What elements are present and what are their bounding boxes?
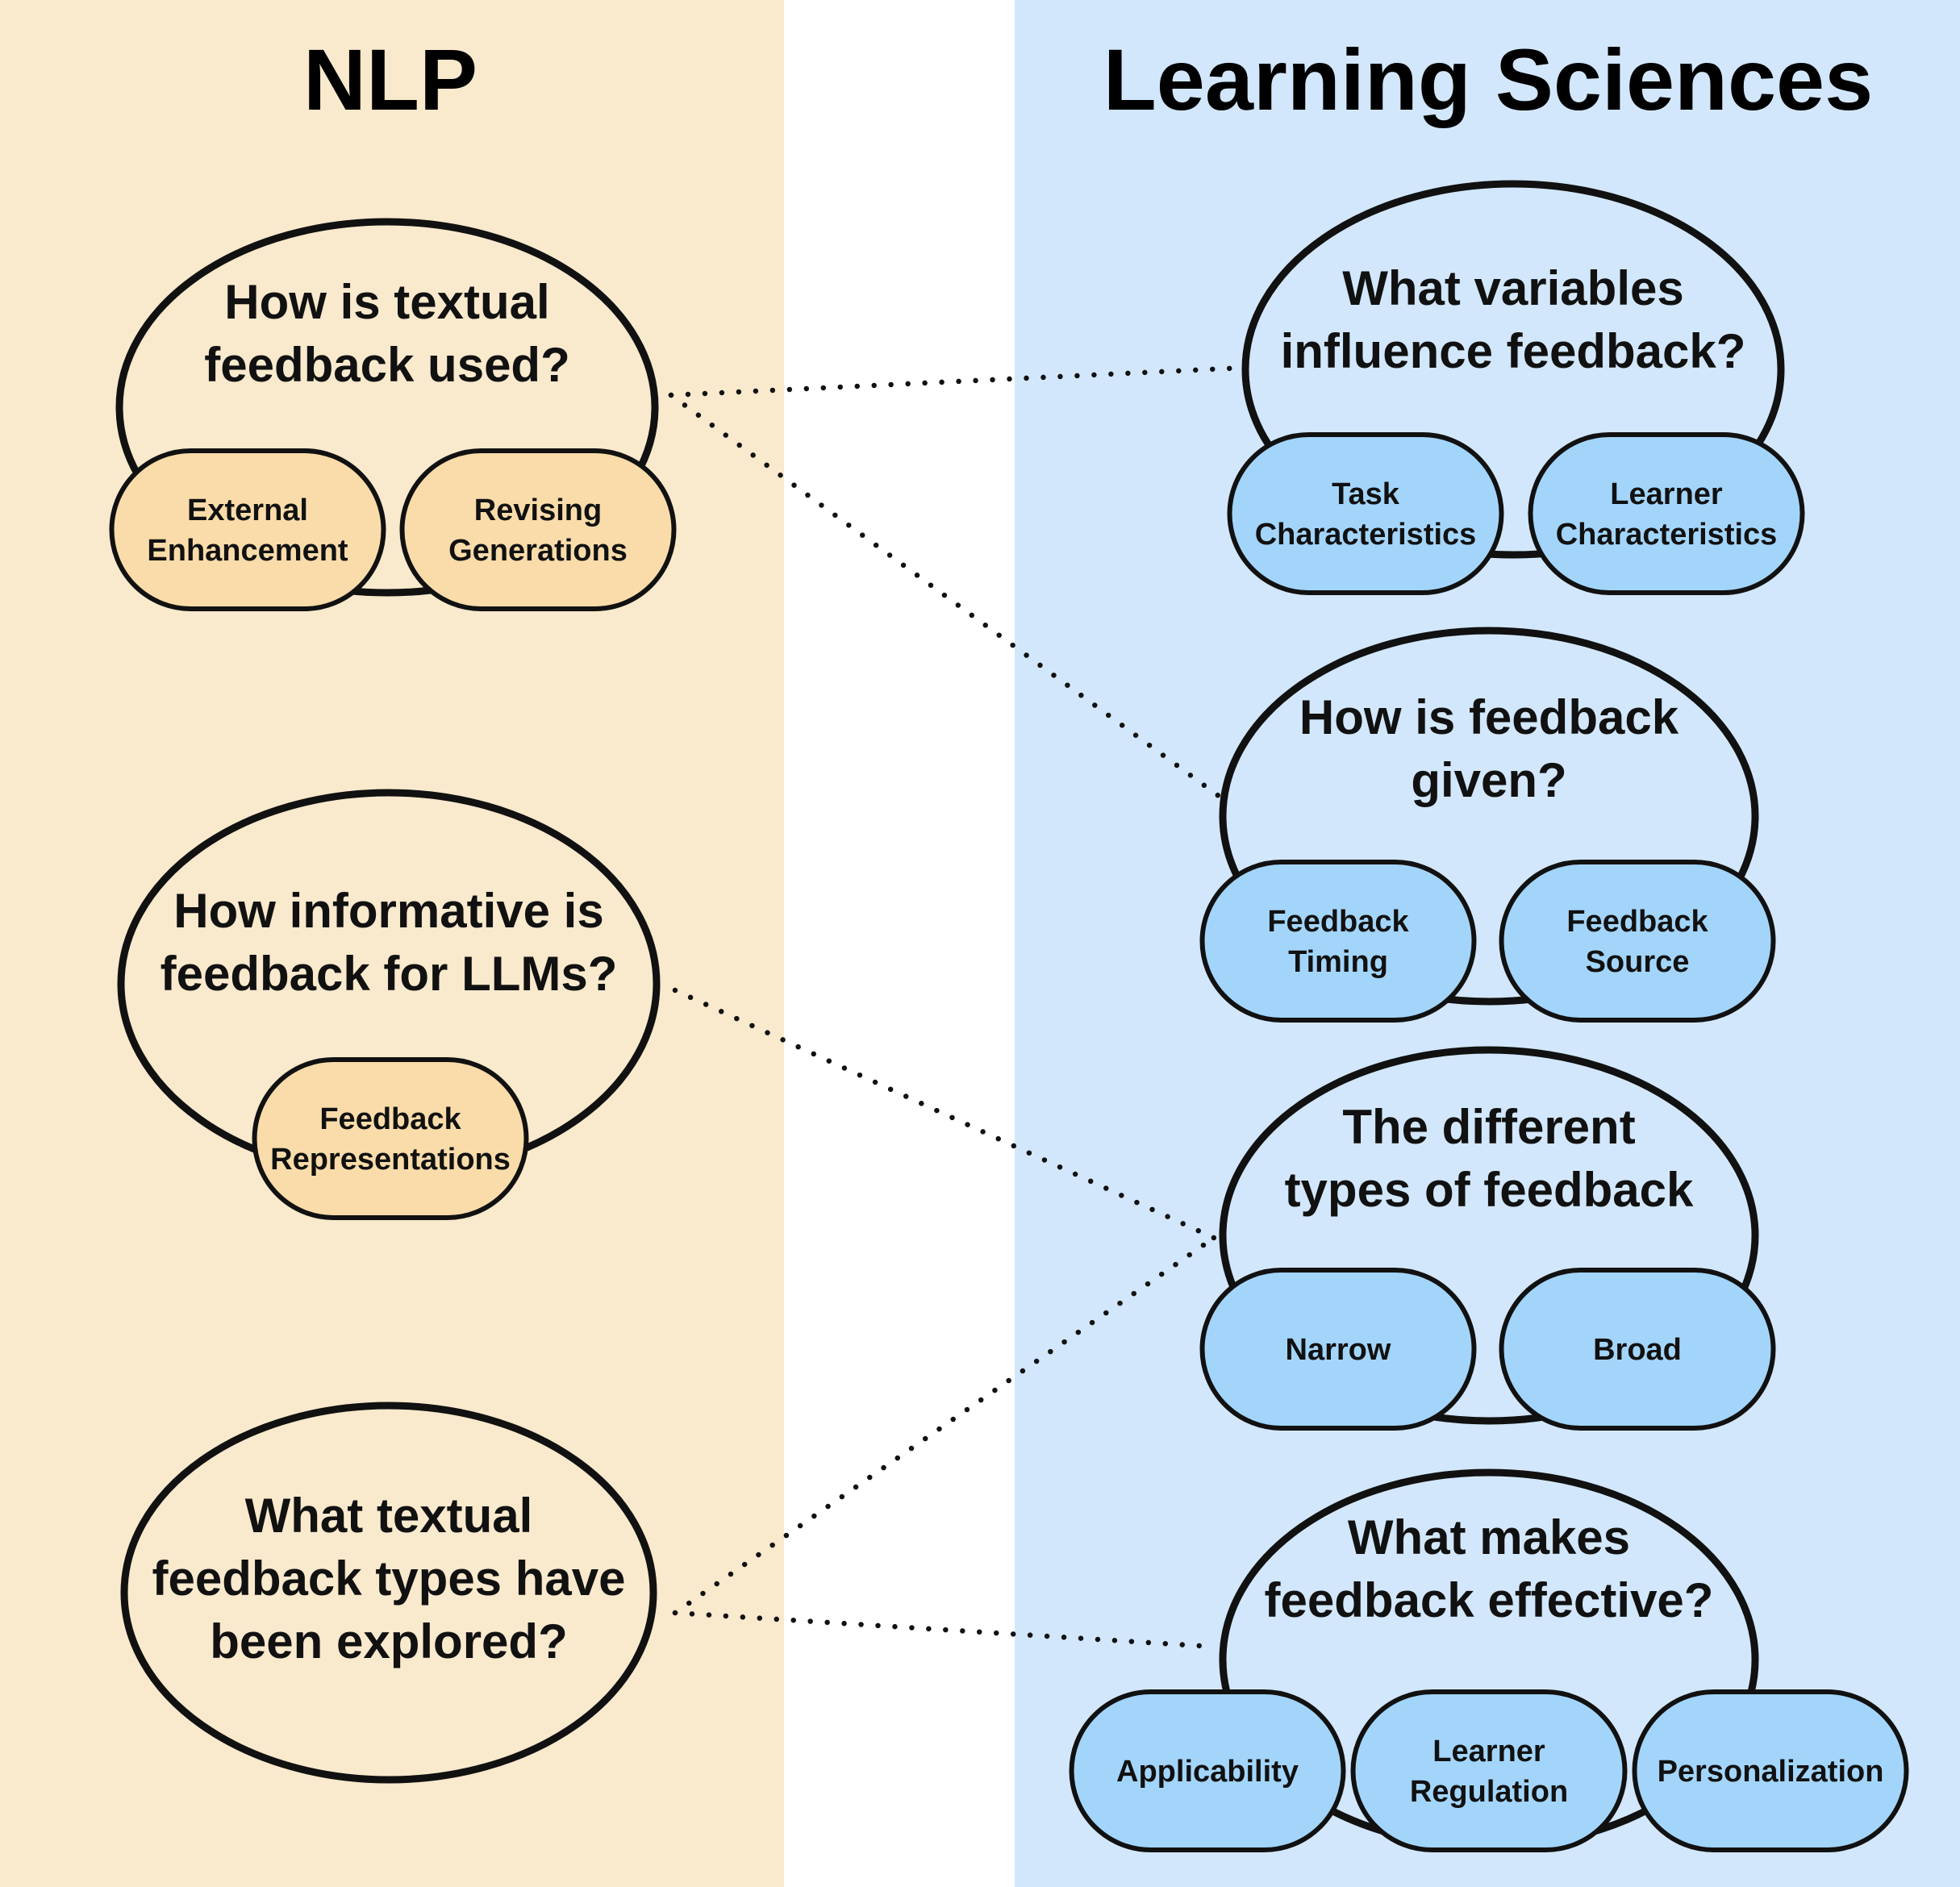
question-title-line: feedback effective? [1265, 1573, 1714, 1627]
connection-line [668, 392, 1225, 802]
question-title-line: What makes [1348, 1510, 1630, 1564]
nlp-column-title: NLP [303, 31, 477, 128]
pill-shape [1199, 860, 1477, 1023]
pill-personalization: Personalization [1632, 1689, 1909, 1852]
pill-shape [1199, 1268, 1477, 1431]
ls-group-1: What variables influence feedback? TaskCha… [1227, 180, 1805, 595]
pill-label: Source [1586, 945, 1690, 979]
question-title-line: feedback for LLMs? [161, 947, 618, 1001]
pill-applicability: Applicability [1069, 1689, 1346, 1852]
pill-label: Characteristics [1556, 518, 1778, 552]
pill-label: Feedback [1566, 905, 1708, 939]
pill-shape [1350, 1689, 1628, 1852]
connection-line [668, 364, 1247, 398]
pill-shape [1632, 1689, 1909, 1852]
question-title-line: The different [1342, 1100, 1635, 1154]
question-title-line: How informative is [173, 884, 603, 938]
pill-shape [1499, 1268, 1776, 1431]
pill-label: Enhancement [147, 534, 348, 568]
ls-group-2: How is feedbackgiven?FeedbackTimingFeedb… [1199, 627, 1776, 1023]
nlp-group-1: How is textual feedback used? ExternalEnha… [109, 218, 677, 611]
question-bubble [115, 218, 659, 597]
question-bubble [120, 1402, 657, 1784]
pill-label: Learner [1610, 477, 1723, 511]
pill-shape [1528, 432, 1805, 595]
question-title-line: feedback types have [152, 1552, 626, 1606]
pill-label: Narrow [1286, 1333, 1391, 1367]
question-title-line: How is textual [224, 275, 549, 329]
learning-sciences-column-title: Learning Sciences [1103, 31, 1873, 128]
ls-group-4: What makes feedback effective? Applicabili… [1069, 1468, 1909, 1852]
question-title-line: given? [1411, 753, 1566, 807]
pill-label: Feedback [1267, 905, 1409, 939]
pill-label: Timing [1288, 945, 1388, 979]
question-title-line: types of feedback [1285, 1163, 1694, 1217]
pill-label: Task [1332, 477, 1400, 511]
pill-label: Personalization [1658, 1755, 1884, 1789]
nlp-group-2: How informative is feedback for LLMs? Feed… [117, 789, 661, 1220]
pill-label: Regulation [1410, 1775, 1568, 1809]
question-bubble [1241, 180, 1785, 559]
question-title-line: feedback used? [204, 338, 570, 392]
connection-line [672, 1610, 1217, 1650]
pill-label: External [187, 494, 308, 527]
pill-shape [1069, 1689, 1346, 1852]
pill-label: Generations [448, 534, 628, 568]
pill-shape [1499, 860, 1776, 1023]
pill-label: Characteristics [1255, 518, 1477, 552]
question-title-line: been explored? [210, 1614, 567, 1668]
question-title-line: How is feedback [1299, 690, 1679, 744]
question-title-line: What variables [1342, 261, 1684, 315]
pill-label: Revising [474, 494, 602, 527]
connection-lines [668, 364, 1247, 1650]
pill-label: Feedback [319, 1102, 461, 1136]
pill-label: Representations [270, 1143, 511, 1177]
question-title-line: What textual [245, 1489, 533, 1543]
question-bubble [1219, 1046, 1759, 1425]
topic-groups: How is textual feedback used? ExternalEnha… [109, 180, 1909, 1852]
pill-broad: Broad [1499, 1268, 1776, 1431]
pill-label: Learner [1432, 1735, 1545, 1768]
pill-shape [399, 448, 677, 611]
question-title-line: influence feedback? [1281, 324, 1746, 378]
pill-shape [109, 448, 386, 611]
pill-label: Applicability [1116, 1755, 1299, 1789]
pill-shape [1227, 432, 1504, 595]
nlp-group-3: What textual feedback types have been expl… [120, 1402, 657, 1784]
question-bubble [1219, 627, 1759, 1006]
pill-narrow: Narrow [1199, 1268, 1477, 1431]
pill-shape [252, 1057, 529, 1220]
pill-label: Broad [1593, 1333, 1682, 1367]
learning-sciences-panel [1015, 0, 1960, 1887]
